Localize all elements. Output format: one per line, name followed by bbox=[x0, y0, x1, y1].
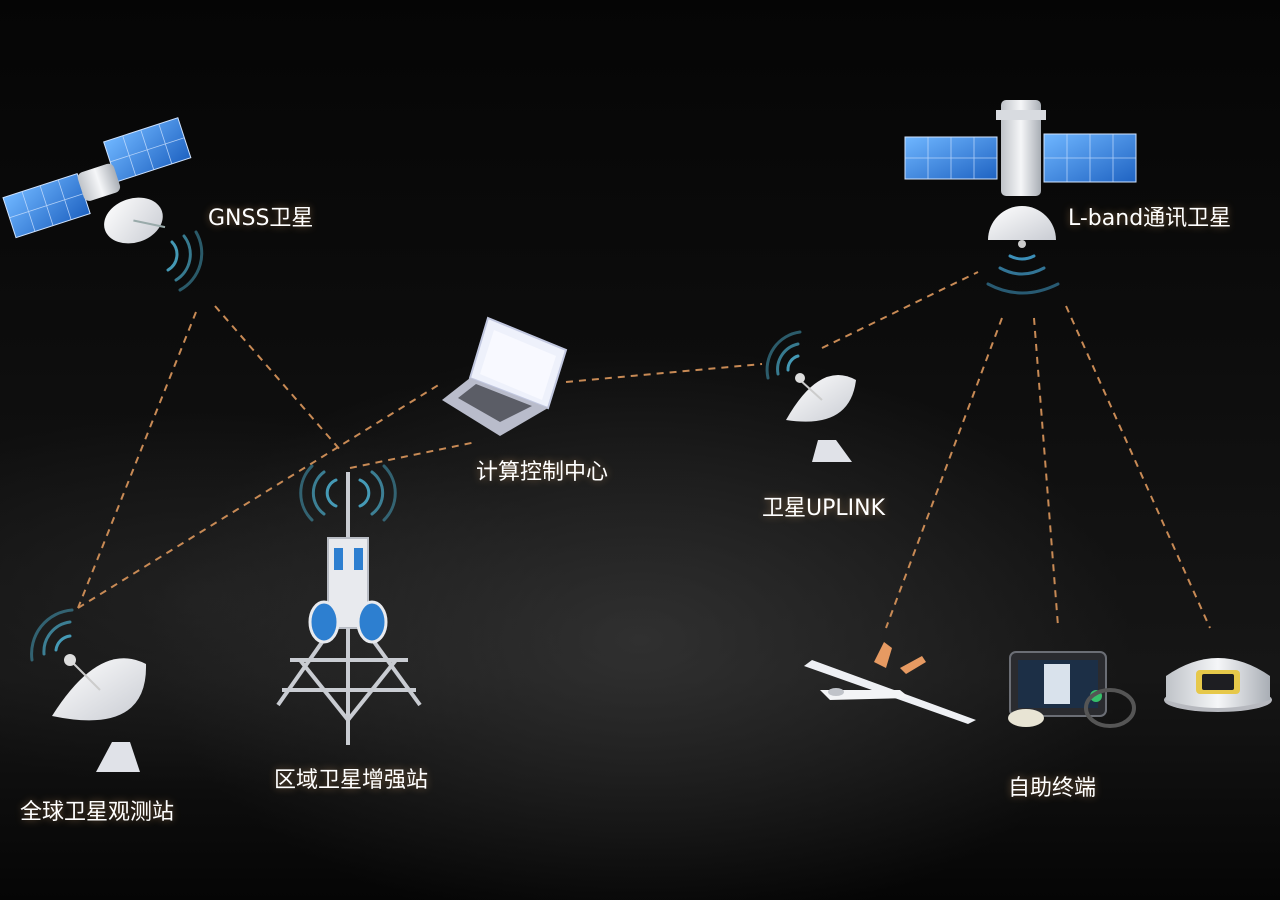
tablet-controller-icon bbox=[1008, 651, 1136, 728]
label-terminals: 自助终端 bbox=[1008, 776, 1097, 801]
antenna-panel-icon bbox=[308, 548, 388, 644]
laptop-icon bbox=[442, 316, 568, 436]
label-gnss-satellite: GNSS卫星 bbox=[208, 206, 314, 231]
cell-tower-icon bbox=[276, 472, 422, 745]
link-lband-receiver bbox=[1065, 305, 1211, 629]
link-lband-drone bbox=[885, 317, 1003, 629]
connection-lines bbox=[77, 271, 1211, 629]
label-control-center: 计算控制中心 bbox=[476, 460, 609, 485]
satellite-icon bbox=[2, 117, 192, 244]
signal-waves-icon bbox=[30, 608, 74, 662]
link-regional-control bbox=[349, 441, 477, 469]
signal-waves-icon bbox=[299, 464, 397, 522]
link-global-control bbox=[77, 383, 441, 609]
signal-waves-icon bbox=[166, 230, 204, 292]
label-lband-satellite: L-band通讯卫星 bbox=[1068, 206, 1232, 231]
drone-icon bbox=[804, 642, 976, 724]
label-regional-station: 区域卫星增强站 bbox=[274, 768, 429, 793]
label-uplink: 卫星UPLINK bbox=[762, 496, 885, 521]
link-control-uplink bbox=[565, 363, 763, 383]
link-gnss-global bbox=[77, 311, 197, 609]
gnss-receiver-icon bbox=[1164, 658, 1272, 712]
label-global-station: 全球卫星观测站 bbox=[20, 800, 175, 825]
signal-waves-icon bbox=[765, 330, 802, 380]
signal-waves-icon bbox=[986, 254, 1060, 295]
dish-antenna-icon bbox=[52, 654, 147, 772]
satellite-icon bbox=[904, 100, 1137, 248]
dish-antenna-icon bbox=[786, 373, 856, 462]
link-uplink-lband bbox=[821, 271, 979, 349]
link-lband-tablet bbox=[1033, 317, 1059, 627]
link-gnss-regional bbox=[214, 305, 343, 453]
